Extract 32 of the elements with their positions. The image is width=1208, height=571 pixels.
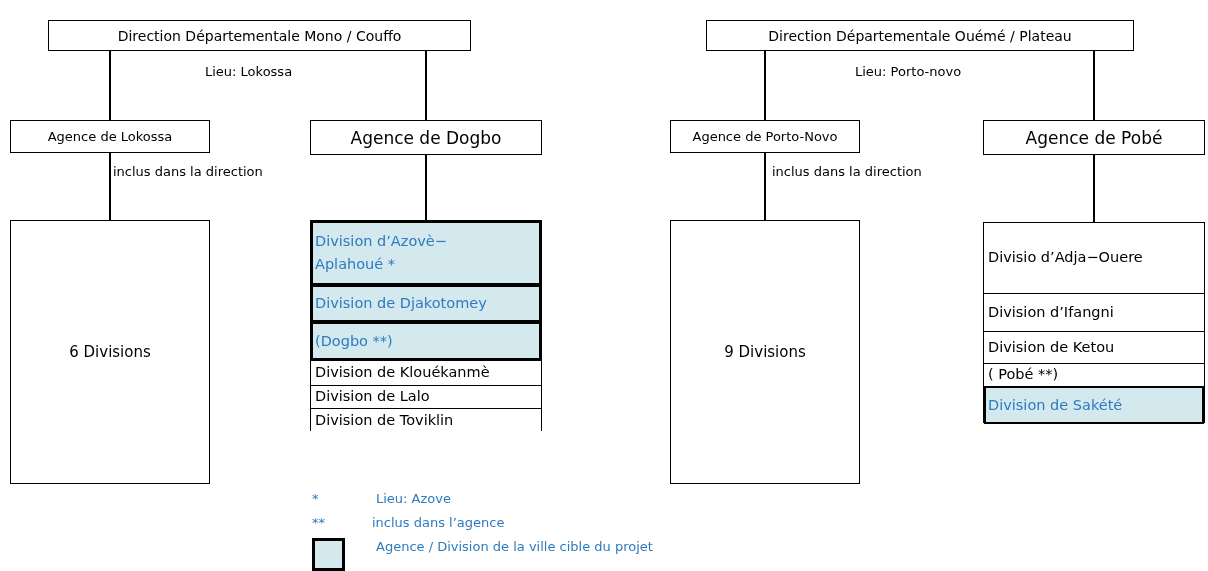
division-row: Division de Toviklin [311, 408, 541, 432]
connector-line [1093, 154, 1095, 223]
connector-line [109, 50, 111, 121]
connector-line [109, 152, 111, 221]
agency-box: Agence de Pobé [983, 120, 1205, 155]
agency-box: Agence de Dogbo [310, 120, 542, 155]
division-stack [310, 220, 542, 431]
agency-box: Agence de Lokossa [10, 120, 210, 153]
connector-line [764, 152, 766, 221]
agency-box: Agence de Porto-Novo [670, 120, 860, 153]
node-note: inclus dans la direction [772, 164, 922, 179]
connector-line [425, 154, 427, 221]
footnote-mark: ** [312, 515, 325, 530]
note-text: inclus dans l’agence [372, 515, 505, 530]
agency-box: 6 Divisions [10, 220, 210, 484]
division-row: (Dogbo **) [311, 322, 541, 360]
connector-line [764, 50, 766, 121]
direction-box: Direction Départementale Mono / Couffo [48, 20, 471, 51]
division-row: Division de Djakotomey [311, 285, 541, 322]
node-note: inclus dans la direction [113, 164, 263, 179]
division-row: Division d’Azovè− Aplahoué * [311, 221, 541, 285]
node-note: Lieu: Lokossa [205, 64, 293, 79]
note-text: Lieu: Azove [376, 491, 451, 506]
direction-box: Direction Départementale Ouémé / Plateau [706, 20, 1134, 51]
connector-line [1093, 50, 1095, 121]
footnote-mark: * [312, 491, 319, 506]
division-row: Division de Sakété [984, 386, 1204, 424]
connector-line [425, 50, 427, 121]
node-note: Lieu: Porto-novo [855, 64, 962, 79]
division-stack [983, 222, 1205, 423]
agency-box: 9 Divisions [670, 220, 860, 484]
legend-label: Agence / Division de la ville cible du projet [376, 539, 653, 554]
